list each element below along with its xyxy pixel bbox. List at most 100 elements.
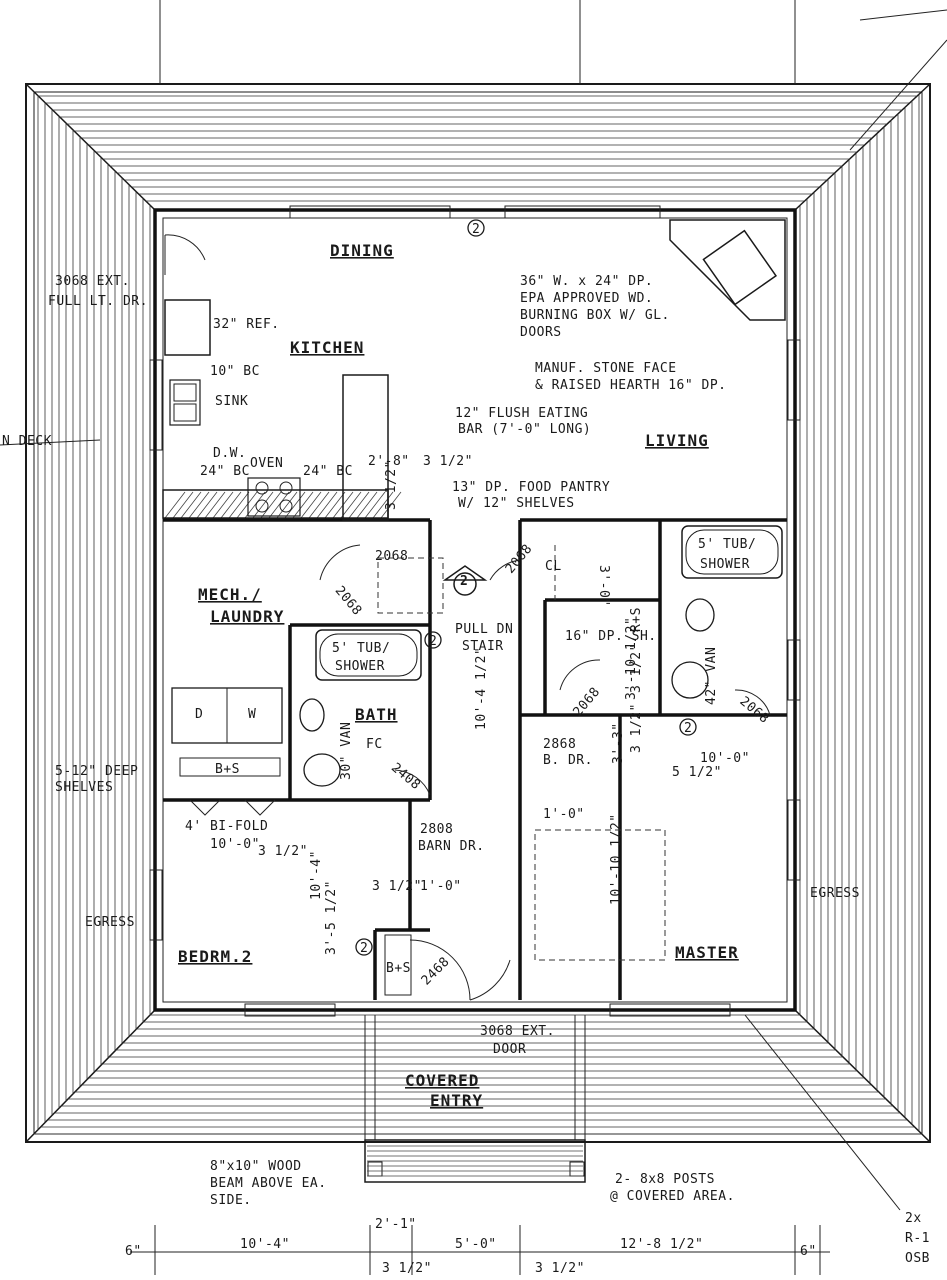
roof-hatching	[33, 94, 922, 1135]
note-door-2408: 2408	[388, 760, 423, 793]
note-beam-2: BEAM ABOVE EA.	[210, 1176, 327, 1191]
dim-bottom-5: 5'-0"	[455, 1237, 497, 1252]
label-bath: BATH	[355, 705, 398, 724]
note-egress-left: EGRESS	[85, 915, 135, 930]
annotations: 3068 EXT. FULL LT. DR. N DECK 32" REF. 1…	[2, 274, 930, 1266]
note-door-2468: 2468	[419, 954, 453, 988]
covered-entry-structure	[364, 1015, 586, 1183]
dim-14: 10'-10 1/2"	[609, 813, 624, 905]
note-pantry-1: 13" DP. FOOD PANTRY	[452, 480, 610, 495]
section-tags: 2 2 2 2 2	[355, 219, 697, 956]
note-dw: D.W.	[213, 446, 246, 461]
note-barn-1: 2808	[420, 822, 453, 837]
dim-6: 10'-0"	[700, 751, 750, 766]
tag-2-master: 2	[684, 721, 692, 736]
note-ref: 32" REF.	[213, 317, 280, 332]
note-bc10: 10" BC	[210, 364, 260, 379]
note-door-2068a: 2068	[332, 583, 365, 618]
note-bar-1: 12" FLUSH EATING	[455, 406, 588, 421]
note-egress-right: EGRESS	[810, 886, 860, 901]
note-tub1-2: SHOWER	[335, 659, 385, 674]
dimension-labels: 2'-8" 3 1/2" 3'-0" 3 1/2" 10'-4 1/2" 10'…	[125, 454, 817, 1276]
dim-5: 10'-4 1/2"	[474, 647, 489, 730]
dim-bottom-4: 3 1/2"	[382, 1261, 432, 1276]
note-tub1-1: 5' TUB/	[332, 641, 390, 656]
dim-20: 3 1/2"	[258, 844, 308, 859]
note-ext-door-2: FULL LT. DR.	[48, 294, 148, 309]
note-entry-door-2: DOOR	[493, 1042, 526, 1057]
tag-2-section: 2	[460, 574, 468, 589]
note-ext-door-1: 3068 EXT.	[55, 274, 130, 289]
note-rs: R+S	[629, 607, 644, 632]
note-entry-door-1: 3068 EXT.	[480, 1024, 555, 1039]
dim-bottom-1: 6"	[125, 1244, 142, 1259]
note-bdr-2: B. DR.	[543, 753, 593, 768]
label-living: LIVING	[645, 431, 709, 450]
note-fire-2: EPA APPROVED WD.	[520, 291, 653, 306]
note-bc24b: 24" BC	[303, 464, 353, 479]
note-shelves-1: 5-12" DEEP	[55, 764, 138, 779]
note-bar-2: BAR (7'-0" LONG)	[458, 422, 591, 437]
dim-10: 3 1/2"	[629, 703, 644, 753]
dim-bottom-6: 3 1/2"	[535, 1261, 585, 1276]
note-side-1: 2x	[905, 1211, 922, 1226]
label-covered: COVERED	[405, 1071, 479, 1090]
tag-2-top: 2	[472, 222, 480, 237]
dim-4: 3 1/2"	[384, 460, 399, 510]
dim-1: 2'-8"	[368, 454, 410, 469]
note-deck: N DECK	[2, 434, 52, 449]
note-sink: SINK	[215, 394, 248, 409]
note-bc24a: 24" BC	[200, 464, 250, 479]
note-stair-2: STAIR	[462, 639, 504, 654]
note-fire-4: DOORS	[520, 325, 562, 340]
note-posts-2: @ COVERED AREA.	[610, 1189, 735, 1204]
note-fire-1: 36" W. x 24" DP.	[520, 274, 653, 289]
dim-3: 3'-0"	[596, 565, 611, 607]
dim-19: 3'-5 1/2"	[324, 880, 339, 955]
dim-11: 5 1/2"	[672, 765, 722, 780]
dim-12: 10'-0"	[210, 837, 260, 852]
note-beam-3: SIDE.	[210, 1193, 252, 1208]
note-bdr-1: 2868	[543, 737, 576, 752]
label-bedrm2: BEDRM.2	[178, 947, 252, 966]
note-shelves-2: SHELVES	[55, 780, 113, 795]
note-bs2: B+S	[386, 961, 411, 976]
dim-bottom-3: 2'-1"	[375, 1217, 417, 1232]
note-barn-2: BARN DR.	[418, 839, 485, 854]
note-van30: 30" VAN	[339, 722, 354, 780]
exterior-walls	[153, 208, 797, 1012]
note-fire-3: BURNING BOX W/ GL.	[520, 308, 670, 323]
label-kitchen: KITCHEN	[290, 338, 364, 357]
tag-2-bed2: 2	[360, 941, 368, 956]
windows	[149, 205, 801, 1017]
dim-bottom-2: 10'-4"	[240, 1237, 290, 1252]
note-w: W	[248, 707, 256, 722]
note-fc: FC	[366, 737, 383, 752]
label-mech-1: MECH./	[198, 585, 262, 604]
note-pantry-2: W/ 12" SHELVES	[458, 496, 575, 511]
dim-9: 3'-3"	[611, 722, 626, 764]
note-bifold: 4' BI-FOLD	[185, 819, 268, 834]
tag-2-stair: 2	[429, 634, 437, 649]
note-van42: 42" VAN	[704, 647, 719, 705]
interior-walls	[162, 219, 787, 1000]
dim-13: 1'-0"	[543, 807, 585, 822]
label-mech-2: LAUNDRY	[210, 607, 284, 626]
dim-bottom-7: 12'-8 1/2"	[620, 1237, 703, 1252]
note-side-2: R-1	[905, 1231, 930, 1246]
label-master: MASTER	[675, 943, 739, 962]
note-tub2-2: SHOWER	[700, 557, 750, 572]
dim-17: 3 1/2"	[372, 879, 422, 894]
note-door-2068e: 2068	[737, 694, 772, 727]
label-entry: ENTRY	[430, 1091, 483, 1110]
note-oven: OVEN	[250, 456, 283, 471]
dim-bottom-8: 6"	[800, 1244, 817, 1259]
note-bs1: B+S	[215, 762, 240, 777]
note-stone-2: & RAISED HEARTH 16" DP.	[535, 378, 727, 393]
note-tub2-1: 5' TUB/	[698, 537, 756, 552]
label-dining: DINING	[330, 241, 394, 260]
note-beam-1: 8"x10" WOOD	[210, 1159, 302, 1174]
note-stair-1: PULL DN	[455, 622, 513, 637]
